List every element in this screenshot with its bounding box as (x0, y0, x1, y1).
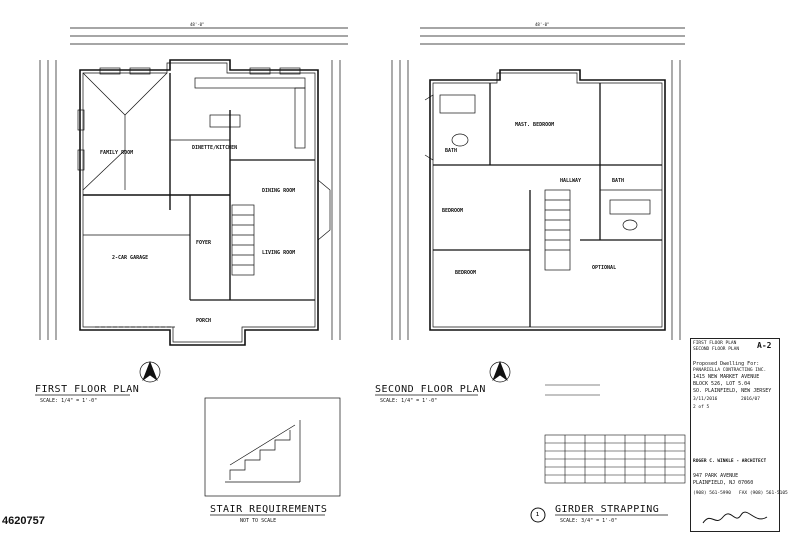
room-label-dining: DINING ROOM (262, 188, 296, 194)
tb-contents-1: FIRST FLOOR PLAN (693, 341, 737, 346)
title-underlines (35, 394, 668, 516)
first-floor-scale: SCALE: 1/4" = 1'-0" (40, 398, 98, 404)
title-block: FIRST FLOOR PLAN SECOND FLOOR PLAN A-2 P… (690, 338, 788, 532)
room-label-hallway: HALLWAY (560, 178, 582, 184)
room-label-foyer: FOYER (196, 240, 212, 246)
tb-client: PANARIELLA CONTRACTING INC. (693, 368, 767, 373)
tb-project: Proposed Dwelling For: (693, 361, 760, 367)
girder-title: GIRDER STRAPPING (555, 504, 660, 515)
room-label-bath-1: BATH (445, 148, 458, 154)
tb-block-lot: BLOCK 526, LOT 5.04 (693, 381, 751, 387)
room-label-garage: 2-CAR GARAGE (112, 255, 149, 261)
tb-fax: FAX (908) 561-5105 (739, 491, 788, 496)
first-floor-title: FIRST FLOOR PLAN (35, 384, 140, 395)
tb-page: 2 of 5 (693, 405, 710, 410)
tb-city: PLAINFIELD, NJ 07060 (693, 480, 754, 486)
overall-dim-first: 48'-0" (190, 22, 205, 27)
tb-sheet-number: A-2 (757, 341, 772, 350)
second-floor-plan (391, 27, 685, 383)
room-label-porch: PORCH (196, 318, 212, 324)
second-floor-title: SECOND FLOOR PLAN (375, 384, 486, 395)
tb-architect: ROGER C. WINKLE - ARCHITECT (693, 459, 767, 464)
room-label-kitchen: DINETTE/KITCHEN (192, 145, 238, 151)
tb-address: 1415 NEW MARKET AVENUE (693, 374, 760, 380)
tb-town: SO. PLAINFIELD, NEW JERSEY (693, 388, 772, 394)
architect-signature (702, 511, 768, 524)
tb-phone: (908) 561-5990 (693, 491, 731, 496)
room-label-family: FAMILY ROOM (100, 150, 134, 156)
room-label-bedroom-1: BEDROOM (442, 208, 464, 214)
second-floor-scale: SCALE: 1/4" = 1'-0" (380, 398, 438, 404)
overall-dim-second: 48'-0" (535, 22, 550, 27)
room-label-optional: OPTIONAL (592, 265, 617, 271)
room-label-bath-2: BATH (612, 178, 625, 184)
stair-detail (204, 397, 341, 497)
room-label-living: LIVING ROOM (262, 250, 296, 256)
listing-id: 4620757 (2, 515, 45, 527)
girder-strapping-detail (530, 384, 686, 523)
tb-contents-2: SECOND FLOOR PLAN (693, 347, 740, 352)
first-floor-plan (39, 27, 348, 383)
tb-date: 3/11/2016 (693, 397, 718, 402)
room-label-bedroom-2: BEDROOM (455, 270, 477, 276)
stair-scale: NOT TO SCALE (240, 518, 277, 524)
tb-street: 947 PARK AVENUE (693, 473, 739, 479)
girder-scale: SCALE: 3/4" = 1'-0" (560, 518, 618, 524)
girder-number: 1 (536, 512, 540, 518)
room-label-master: MAST. BEDROOM (515, 122, 555, 128)
tb-job: 2016/07 (741, 397, 760, 402)
stair-title: STAIR REQUIREMENTS (210, 504, 328, 515)
